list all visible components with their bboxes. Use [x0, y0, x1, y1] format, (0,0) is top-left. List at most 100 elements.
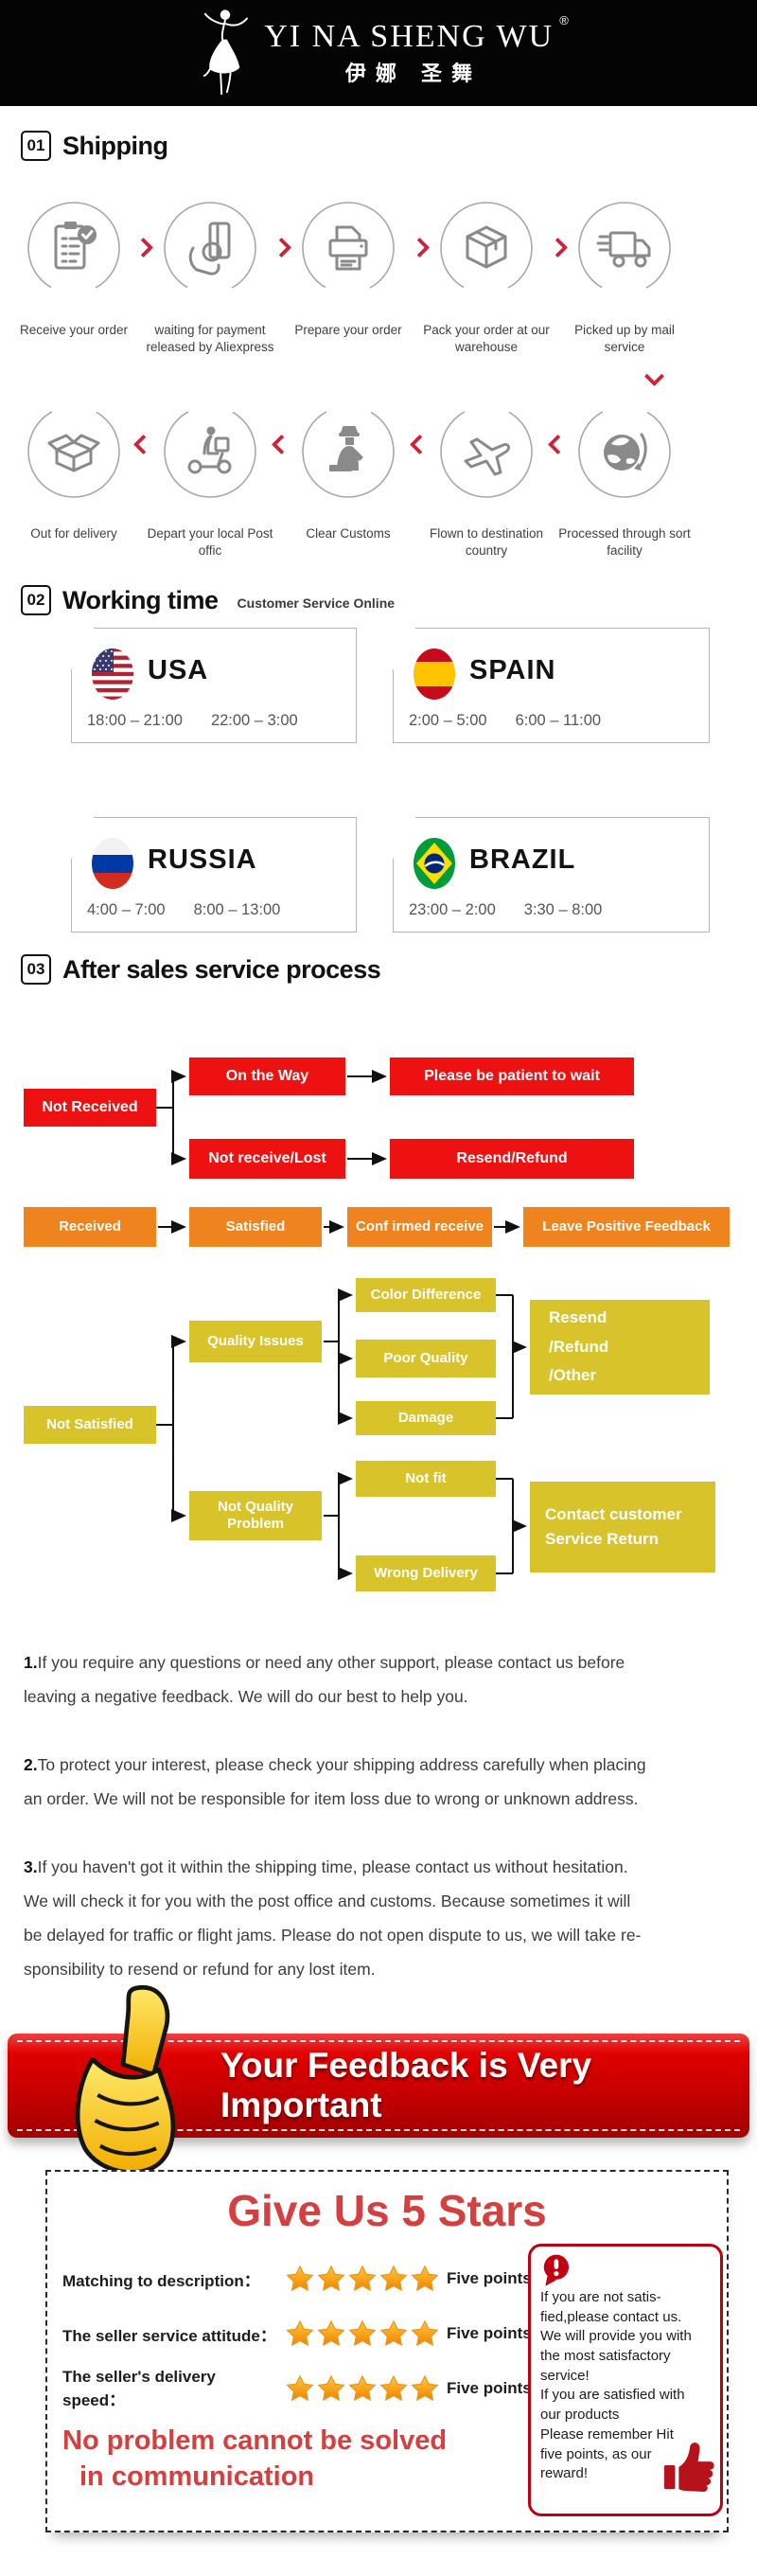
clipboard-check-icon — [54, 222, 97, 270]
notice-paragraph-2: 2.To protect your interest, please check… — [24, 1754, 646, 1808]
after-sales-flowchart: On the Way Please be patient to wait Not… — [0, 1008, 757, 1638]
step-label: Out for delivery — [30, 526, 117, 541]
flow-node-not-fit: Not fit — [356, 1461, 496, 1497]
flow-node-resend-refund-other: Resend /Refund /Other — [530, 1300, 710, 1395]
section-working-time-header: 02 Working time Customer Service Online — [21, 585, 395, 615]
step-label: Picked up by mail service — [574, 323, 675, 354]
country-name: USA — [148, 655, 209, 685]
flow-node-confirmed-receive: Conf irmed receive — [347, 1207, 492, 1247]
star-icon — [380, 2265, 407, 2291]
step-ring — [161, 199, 259, 297]
shipping-step: Processed through sort facility — [554, 402, 695, 559]
flow-node-resend-refund: Resend/Refund — [390, 1139, 634, 1179]
brand-header: YI NA SHENG WU® 伊娜 圣舞 — [0, 0, 757, 106]
section-number-badge: 01 — [21, 131, 51, 161]
flow-node-leave-positive-feedback: Leave Positive Feedback — [523, 1207, 730, 1247]
step-label: waiting for payment released by Aliexpre… — [146, 323, 274, 354]
flow-node-damage: Damage — [356, 1401, 496, 1435]
working-hours: 18:00 – 21:00 22:00 – 3:00 — [87, 712, 298, 729]
section-subtitle: Customer Service Online — [237, 595, 396, 611]
flow-node-color-difference: Color Difference — [356, 1278, 496, 1312]
spain-flag-icon — [414, 648, 455, 700]
notice-paragraph-3: 3.If you haven't got it within the shipp… — [24, 1856, 642, 1979]
brand-name-chinese: 伊娜 圣舞 — [344, 62, 483, 85]
working-time-card: USA 18:00 – 21:00 22:00 – 3:00 — [71, 628, 357, 743]
shipping-step: Picked up by mail service — [554, 199, 695, 355]
step-ring — [299, 199, 397, 297]
star-row: The seller service attitude： Five points — [62, 2318, 532, 2350]
star-row: The seller's delivery speed： Five points — [62, 2367, 532, 2409]
flow-node-received: Received — [24, 1207, 156, 1247]
star-icon — [318, 2265, 344, 2291]
step-ring — [299, 402, 397, 501]
step-label: Processed through sort facility — [558, 526, 691, 558]
country-name: RUSSIA — [148, 844, 257, 875]
five-stars-title: Give Us 5 Stars — [227, 2186, 547, 2235]
flow-node-on-the-way: On the Way — [189, 1057, 345, 1095]
package-box-icon — [466, 225, 507, 269]
flow-node-contact-customer: Contact customer Service Return — [530, 1482, 715, 1572]
star-icon — [349, 2320, 376, 2346]
shipping-step: Prepare your order — [277, 199, 419, 339]
star-row: Matching to description： Five points — [62, 2263, 532, 2295]
section-number-badge: 02 — [21, 585, 51, 615]
star-icon — [412, 2265, 438, 2291]
country-name: SPAIN — [469, 655, 556, 685]
brand-name: YI NA SHENG WU® — [264, 13, 569, 54]
dancer-logo-icon — [203, 9, 249, 96]
step-ring — [25, 199, 123, 297]
five-stars-box: Give Us 5 Stars Matching to description：… — [45, 2170, 729, 2532]
star-icon — [349, 2265, 376, 2291]
registered-mark: ® — [559, 13, 569, 27]
flow-node-satisfied: Satisfied — [189, 1207, 322, 1247]
brazil-flag-icon — [414, 838, 455, 889]
working-time-card: RUSSIA 4:00 – 7:00 8:00 – 13:00 — [71, 817, 357, 933]
payment-hand-icon — [188, 222, 231, 275]
working-time-card: SPAIN 2:00 – 5:00 6:00 – 11:00 — [393, 628, 710, 743]
slogan-line-1: No problem cannot be solved — [62, 2425, 448, 2456]
star-rating — [286, 2265, 439, 2293]
star-icon — [380, 2375, 407, 2401]
step-ring — [575, 199, 674, 297]
step-ring — [437, 402, 536, 501]
section-title: Shipping — [62, 131, 168, 160]
step-ring — [437, 199, 536, 297]
section-title: Working time — [62, 585, 219, 614]
flow-node-not-quality-problem: Not Quality Problem — [189, 1491, 322, 1540]
airplane-icon — [464, 437, 511, 476]
red-thumbs-up-icon — [663, 2443, 714, 2493]
globe-icon — [604, 433, 647, 471]
step-label: Pack your order at our warehouse — [423, 323, 550, 354]
step-label: Prepare your order — [294, 323, 402, 337]
step-label: Receive your order — [19, 323, 129, 337]
flow-node-quality-issues: Quality Issues — [189, 1321, 322, 1362]
star-icon — [287, 2265, 313, 2291]
shipping-step: Flown to destination country — [415, 402, 557, 559]
section-after-sales-header: 03 After sales service process — [21, 954, 381, 985]
star-icon — [287, 2320, 313, 2346]
star-icon — [380, 2320, 407, 2346]
banner-dashed-border — [17, 2040, 740, 2131]
step-ring — [161, 402, 259, 501]
working-hours: 2:00 – 5:00 6:00 – 11:00 — [409, 712, 602, 729]
shipping-step: Clear Customs — [277, 402, 419, 542]
working-hours: 4:00 – 7:00 8:00 – 13:00 — [87, 901, 281, 918]
star-rating — [286, 2374, 439, 2403]
customs-officer-icon — [329, 426, 363, 471]
star-rating — [286, 2319, 439, 2348]
star-icon — [318, 2375, 344, 2401]
star-icon — [349, 2375, 376, 2401]
flow-node-wrong-delivery: Wrong Delivery — [356, 1555, 496, 1591]
flow-node-not-satisfied: Not Satisfied — [24, 1406, 156, 1444]
working-hours: 23:00 – 2:00 3:30 – 8:00 — [409, 901, 603, 918]
step-label: Depart your local Post offic — [147, 526, 273, 558]
section-shipping-header: 01 Shipping — [21, 131, 168, 161]
slogan-line-2: in communication — [79, 2461, 315, 2492]
flow-node-poor-quality: Poor Quality — [356, 1340, 496, 1377]
chevron-down-icon — [643, 365, 665, 387]
step-ring — [25, 402, 123, 501]
flow-node-not-receive-lost: Not receive/Lost — [189, 1139, 345, 1179]
flow-connectors — [156, 1070, 527, 1580]
shipping-step: waiting for payment released by Aliexpre… — [139, 199, 281, 355]
